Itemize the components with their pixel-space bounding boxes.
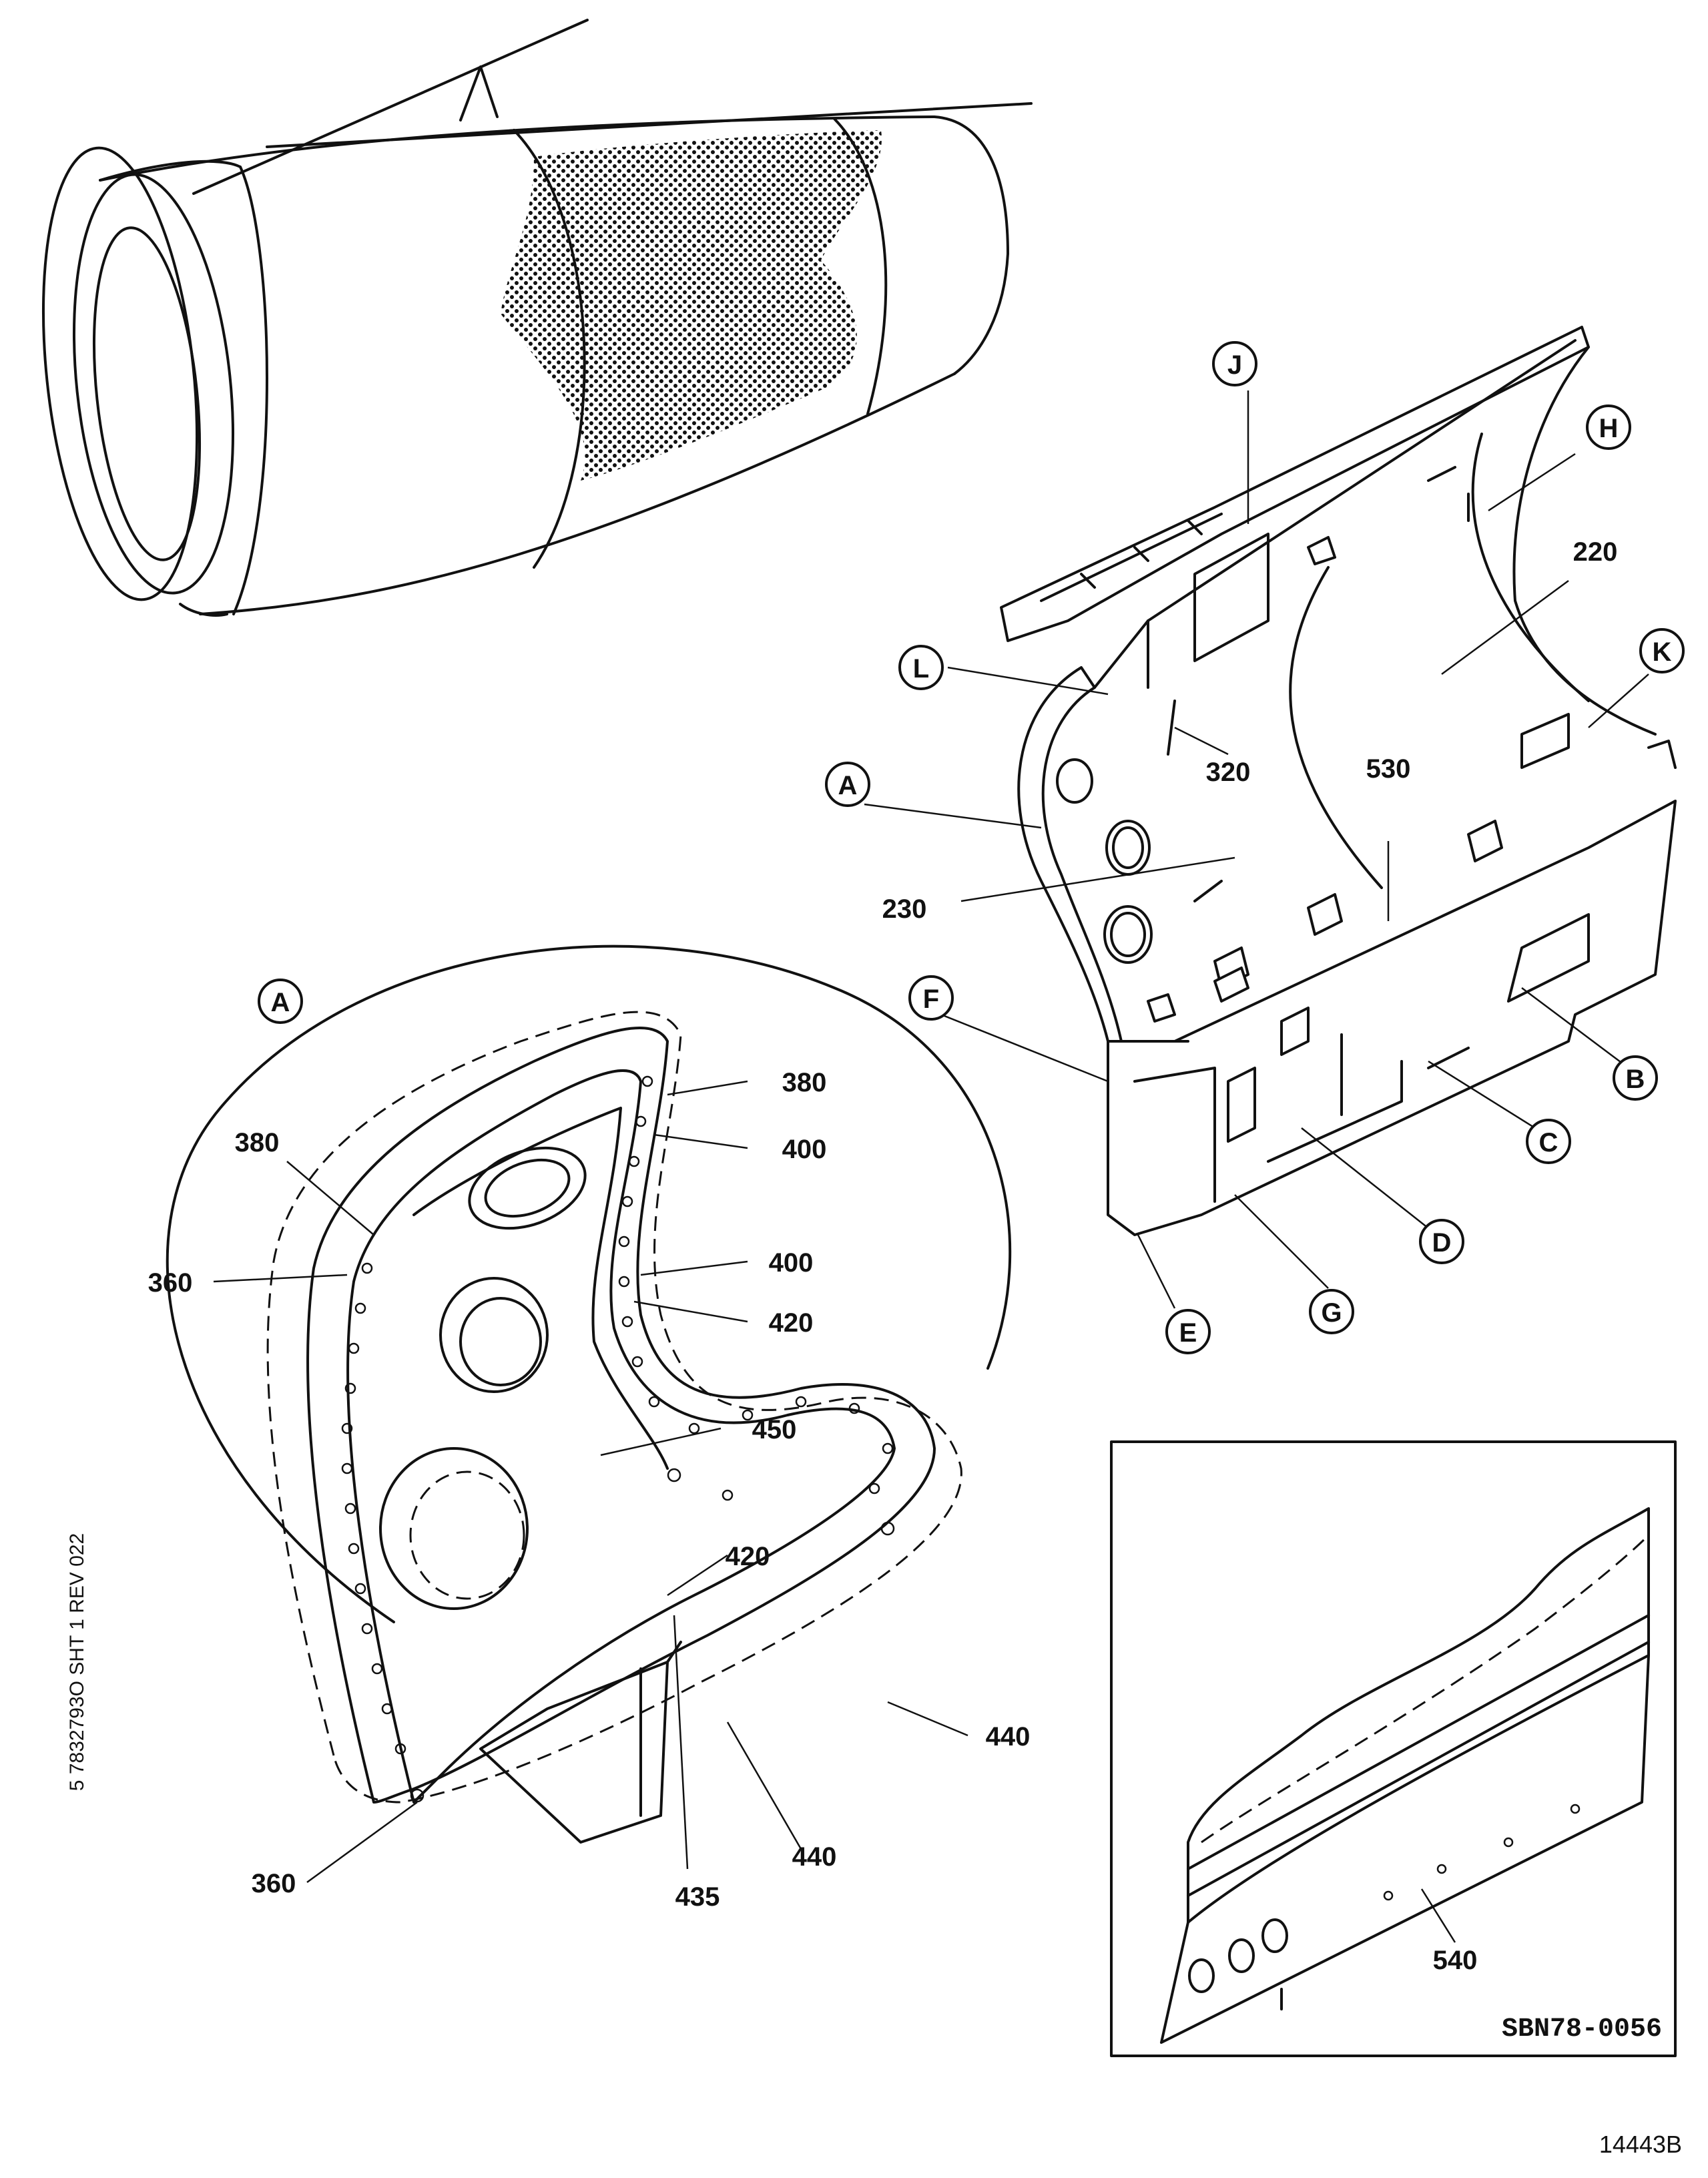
callout-f: F [908, 975, 954, 1021]
inset-frame [1110, 1440, 1677, 2057]
callout-g: G [1309, 1289, 1354, 1334]
callout-440-lower: 440 [792, 1842, 837, 1872]
letter-callouts: J H K L A F B C [258, 341, 1685, 1354]
inset-code-label: SBN78-0056 [1502, 2014, 1662, 2045]
acoustic-panel-shading [501, 130, 882, 481]
svg-text:A: A [271, 988, 290, 1017]
svg-text:C: C [1539, 1128, 1558, 1157]
svg-text:K: K [1653, 637, 1672, 667]
engine-nacelle-illustration [41, 19, 1033, 617]
callout-530: 530 [1366, 754, 1411, 784]
callout-540: 540 [1433, 1946, 1478, 1975]
svg-text:B: B [1626, 1065, 1645, 1094]
callout-435: 435 [675, 1882, 720, 1912]
callout-h: H [1586, 404, 1631, 450]
figure-number: 14443B [1599, 2131, 1682, 2158]
side-reference-label: 5 7832793O SHT 1 REV 022 [66, 1533, 88, 1791]
callout-e: E [1165, 1309, 1211, 1354]
callout-a-main: A [825, 762, 870, 807]
svg-text:L: L [913, 654, 929, 684]
callout-440-right: 440 [986, 1722, 1031, 1751]
rivet-row-right [618, 1075, 895, 1536]
callout-360-upper: 360 [148, 1268, 193, 1298]
callout-400-lower: 400 [769, 1248, 814, 1278]
inset-part-540 [1110, 1440, 1677, 2057]
leader-lines [213, 390, 1649, 1943]
callout-d: D [1419, 1219, 1464, 1264]
callout-420-upper: 420 [769, 1308, 814, 1338]
svg-text:F: F [923, 985, 939, 1014]
svg-text:J: J [1227, 350, 1242, 380]
svg-text:E: E [1179, 1318, 1197, 1348]
callout-380-right: 380 [782, 1068, 827, 1097]
svg-text:D: D [1432, 1228, 1452, 1258]
callout-l: L [898, 645, 944, 690]
callout-a-detail: A [258, 979, 303, 1024]
svg-text:A: A [838, 771, 858, 800]
callout-230: 230 [882, 894, 927, 924]
callout-420-lower: 420 [726, 1542, 770, 1571]
svg-text:G: G [1321, 1298, 1342, 1328]
callout-j: J [1212, 341, 1257, 386]
numeric-callouts: 220 320 530 230 380 400 380 360 400 420 … [148, 537, 1618, 1975]
detail-a-view [166, 944, 1012, 1844]
callout-380-left: 380 [235, 1128, 280, 1157]
callout-220: 220 [1573, 537, 1618, 567]
callout-k: K [1639, 628, 1685, 673]
callout-c: C [1526, 1119, 1571, 1164]
callout-320: 320 [1206, 758, 1251, 787]
structure-assembly [1000, 326, 1677, 1236]
callout-450: 450 [752, 1415, 797, 1444]
callout-b: B [1613, 1055, 1658, 1101]
rivet-row-left [341, 1262, 424, 1803]
callout-400-upper: 400 [782, 1135, 827, 1164]
callout-360-lower: 360 [252, 1869, 296, 1898]
svg-text:H: H [1599, 414, 1619, 443]
